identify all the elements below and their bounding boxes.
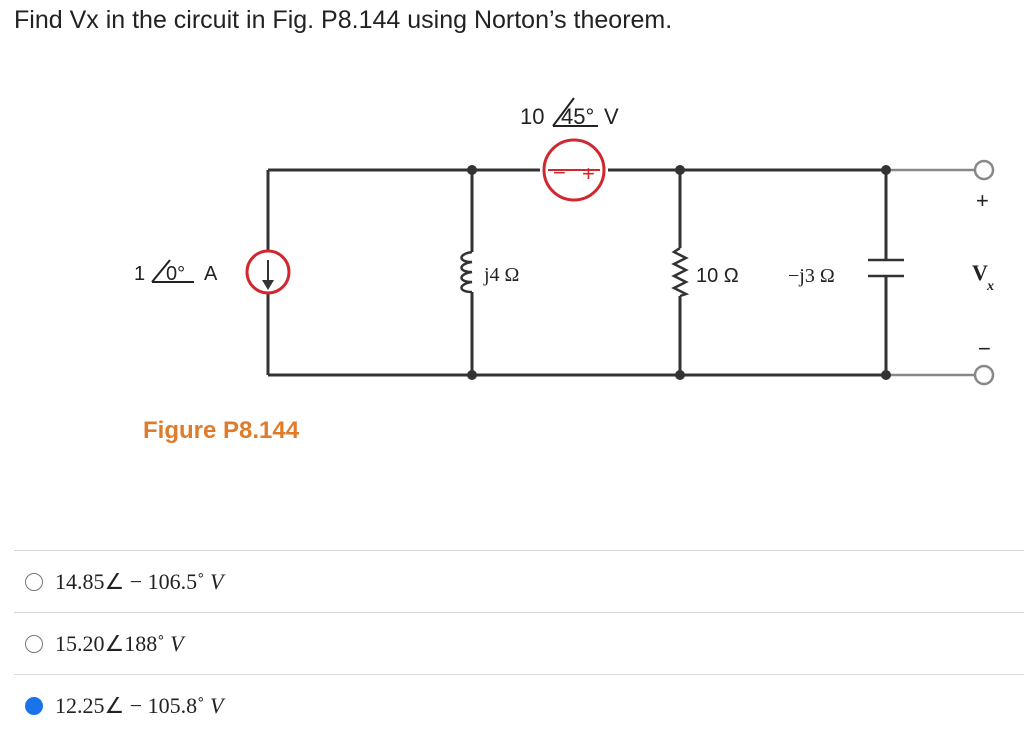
answer-option-text: 15.20∠188˚ V [55,631,184,657]
answer-option-unit: V [209,692,224,718]
voltage-source: − + [542,138,606,202]
current-angle-symbol [151,259,194,283]
voltage-source-plus: + [582,161,595,186]
output-minus: − [978,336,991,361]
answer-options: 14.85∠ − 106.5˚ V 15.20∠188˚ V 12.25∠ − … [14,550,1024,740]
answer-option-value: 14.85∠ − 106.5˚ [55,568,205,594]
output-vx-subscript: x [986,279,994,294]
circuit-figure: − + 10 45° V 1 0° A j4 Ω 10 Ω −j3 Ω + V … [134,97,995,444]
answer-option-2[interactable]: 15.20∠188˚ V [14,612,1024,674]
radio-button[interactable] [25,634,43,653]
capacitor-label: −j3 Ω [788,265,835,287]
output-plus: + [976,188,989,213]
inductor-label: j4 Ω [483,264,519,286]
voltage-source-label: 10 45° V [520,97,619,129]
figure-caption: Figure P8.144 [143,417,300,444]
circuit-wires [266,168,975,377]
current-arrow-icon [262,280,274,290]
radio-button-selected[interactable] [25,696,43,715]
capacitor: −j3 Ω [788,258,904,287]
voltage-source-minus: − [553,160,566,185]
answer-option-unit: V [209,568,224,594]
output-labels: + V x − [972,188,994,361]
inductor-coil-icon [460,250,473,294]
answer-option-3[interactable]: 12.25∠ − 105.8˚ V [14,674,1024,736]
resistor: 10 Ω [671,246,739,298]
output-vx-label: V [972,260,988,285]
current-source-angle: 0° [166,263,185,285]
inductor: j4 Ω [460,250,519,294]
voltage-source-angle: 45° [561,104,594,129]
resistor-zigzag-icon [671,246,690,298]
output-terminals [973,159,995,386]
answer-option-unit: V [170,630,184,656]
answer-option-value: 12.25∠ − 105.8˚ [55,692,205,718]
current-source-unit: A [204,263,218,285]
voltage-source-unit: V [604,104,619,129]
current-source-label: 1 0° A [134,259,218,285]
radio-button[interactable] [25,572,43,591]
answer-option-text: 14.85∠ − 106.5˚ V [55,569,223,595]
answer-option-value: 15.20∠188˚ [55,630,165,656]
junction-dots [467,165,891,380]
resistor-label: 10 Ω [696,265,739,287]
answer-option-text: 12.25∠ − 105.8˚ V [55,693,223,719]
current-source [245,249,291,295]
current-source-magnitude: 1 [134,263,145,285]
question-text: Find Vx in the circuit in Fig. P8.144 us… [14,6,673,34]
voltage-source-magnitude: 10 [520,104,544,129]
voltage-angle-symbol [552,97,598,127]
answer-option-1[interactable]: 14.85∠ − 106.5˚ V [14,550,1024,612]
